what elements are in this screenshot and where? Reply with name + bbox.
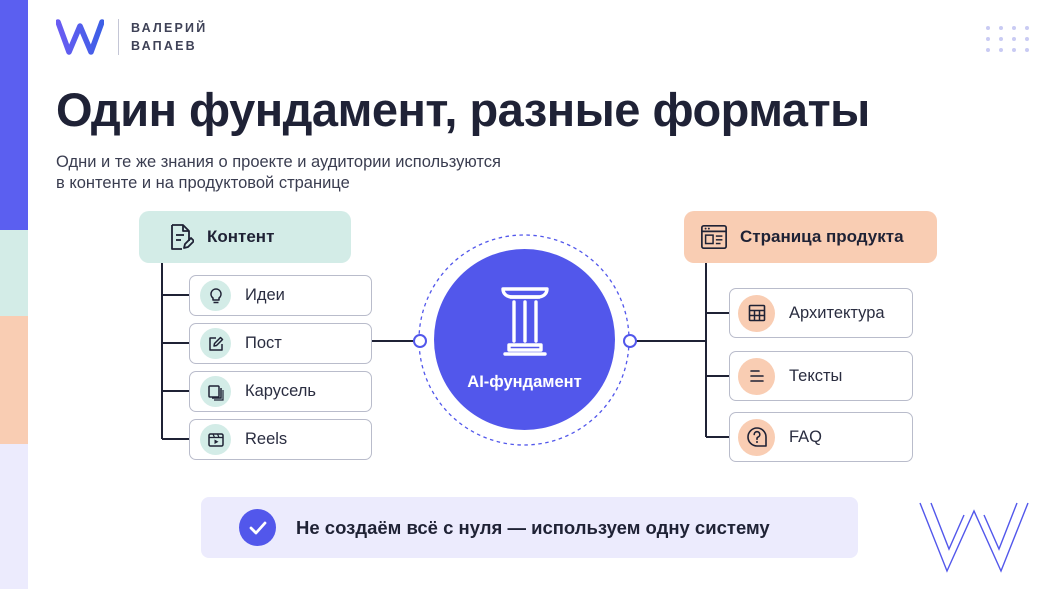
product-page-header-label: Страница продукта xyxy=(740,227,904,246)
content-header-label: Контент xyxy=(207,227,275,246)
product-page-header: Страница продукта xyxy=(684,211,937,263)
hub-label: AI-фундамент xyxy=(467,373,582,391)
subtitle-line1: Одни и те же знания о проекте и аудитори… xyxy=(56,153,501,171)
w-watermark-icon xyxy=(919,502,1029,573)
video-icon xyxy=(200,424,231,455)
decor-stripe-lavender xyxy=(0,444,28,589)
check-icon xyxy=(239,509,276,546)
lightbulb-icon xyxy=(200,280,231,311)
list-item-ideas[interactable]: Идеи xyxy=(189,275,372,316)
edit-icon xyxy=(200,328,231,359)
list-item-label: Карусель xyxy=(245,382,316,400)
list-item-post[interactable]: Пост xyxy=(189,323,372,364)
brand-name-line2: ВАПАЕВ xyxy=(131,39,197,53)
decor-stripe-peach xyxy=(0,316,28,444)
brand-logo: ВАЛЕРИЙ ВАПАЕВ xyxy=(56,18,207,56)
list-item-label: Идеи xyxy=(245,286,285,304)
page-subtitle: Одни и те же знания о проекте и аудитори… xyxy=(56,152,616,194)
w-monogram-icon xyxy=(56,19,104,55)
content-header: Контент xyxy=(139,211,351,263)
pillar-icon xyxy=(501,287,549,356)
list-item-carousel[interactable]: Карусель xyxy=(189,371,372,412)
list-item-reels[interactable]: Reels xyxy=(189,419,372,460)
decor-stripe-blue xyxy=(0,0,28,230)
list-item-texts[interactable]: Тексты xyxy=(729,351,913,401)
decor-stripe-mint xyxy=(0,230,28,316)
grid-layout-icon xyxy=(738,294,775,332)
subtitle-line2: в контенте и на продуктовой странице xyxy=(56,174,350,192)
carousel-icon xyxy=(200,376,231,407)
page-title: Один фундамент, разные форматы xyxy=(56,83,870,136)
webpage-icon xyxy=(700,223,728,251)
key-message-banner: Не создаём всё с нуля — используем одну … xyxy=(201,497,858,558)
list-item-faq[interactable]: FAQ xyxy=(729,412,913,462)
question-icon xyxy=(738,418,775,456)
list-item-label: Пост xyxy=(245,334,282,352)
document-edit-icon xyxy=(167,223,195,251)
text-lines-icon xyxy=(738,357,775,395)
banner-text: Не создаём всё с нуля — используем одну … xyxy=(296,516,770,538)
list-item-label: Архитектура xyxy=(789,303,885,322)
list-item-architecture[interactable]: Архитектура xyxy=(729,288,913,338)
brand-name-line1: ВАЛЕРИЙ xyxy=(131,21,208,35)
brand-name: ВАЛЕРИЙ ВАПАЕВ xyxy=(131,19,207,55)
ai-foundation-hub: AI-фундамент xyxy=(434,249,615,430)
list-item-label: Reels xyxy=(245,430,288,448)
decor-dot-grid xyxy=(986,26,1031,52)
list-item-label: FAQ xyxy=(789,427,823,446)
list-item-label: Тексты xyxy=(789,366,843,385)
logo-divider xyxy=(118,19,119,55)
